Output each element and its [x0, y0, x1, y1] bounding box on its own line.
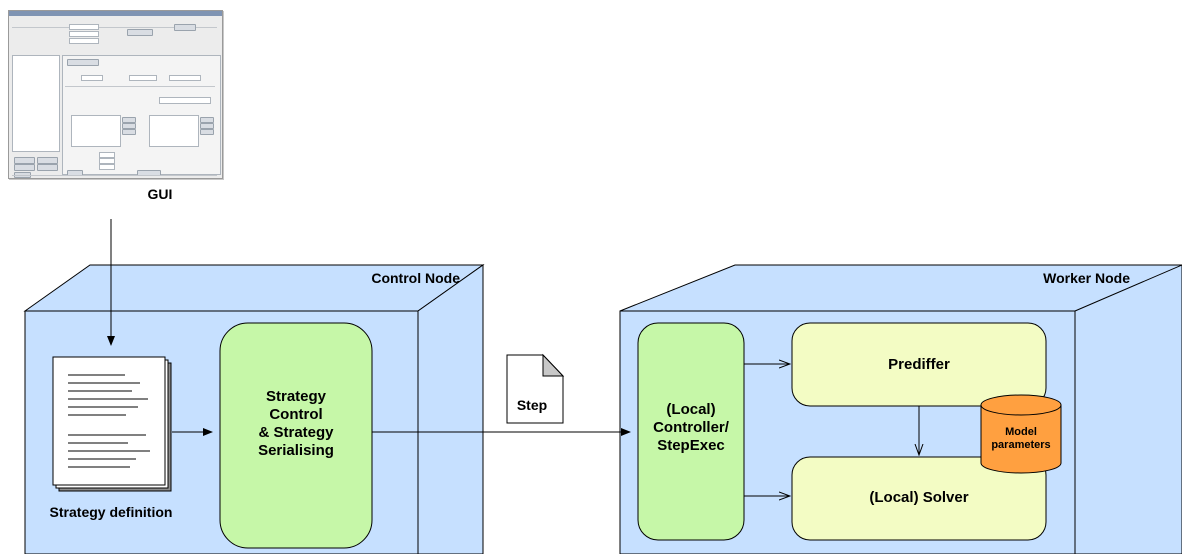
gui-menu-bar	[9, 16, 222, 21]
gui-label: GUI	[147, 186, 173, 202]
prediffer-label: Prediffer	[888, 356, 950, 373]
step-label: Step	[516, 397, 548, 413]
solver-box	[791, 456, 1047, 541]
gui-list-right	[149, 115, 199, 147]
gui-screenshot	[8, 10, 223, 179]
gui-left-panel	[12, 55, 60, 152]
solver-label: (Local) Solver	[869, 489, 969, 506]
step-message-icon	[506, 353, 565, 424]
controller-label: (Local) Controller/ StepExec	[653, 401, 729, 454]
strategy-definition-label: Strategy definition	[49, 504, 173, 520]
strategy-control-label: Strategy Control & Strategy Serialising	[258, 388, 334, 459]
model-parameters-label: Model parameters	[991, 426, 1051, 452]
worker-node-title: Worker Node	[1043, 270, 1130, 286]
model-parameters-cylinder	[980, 394, 1062, 474]
gui-list-left	[71, 115, 121, 147]
strategy-definition-document	[52, 356, 172, 492]
control-node-title: Control Node	[371, 270, 460, 286]
local-controller-box	[637, 322, 745, 541]
gui-title-bar	[9, 11, 222, 16]
strategy-control-box	[219, 322, 373, 549]
